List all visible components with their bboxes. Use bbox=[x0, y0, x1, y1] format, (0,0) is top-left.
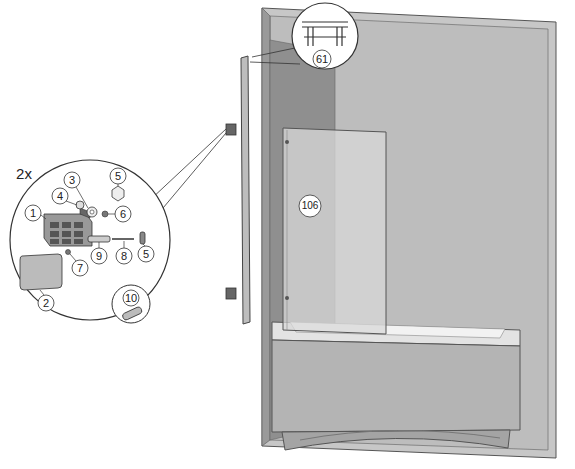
leader-line bbox=[150, 129, 226, 200]
leader-line bbox=[250, 62, 300, 64]
profile-section bbox=[302, 22, 348, 46]
hinge-dot bbox=[285, 140, 289, 144]
callout-number: 6 bbox=[120, 208, 126, 220]
tub-base bbox=[282, 430, 510, 450]
bracket bbox=[226, 288, 236, 299]
callout-circle bbox=[123, 290, 139, 306]
washer bbox=[76, 201, 84, 209]
grid-block bbox=[44, 208, 92, 246]
detail-circle bbox=[292, 3, 358, 69]
callout-number: 5 bbox=[143, 248, 149, 260]
tub-base-curve bbox=[300, 430, 500, 440]
pin bbox=[66, 250, 71, 255]
leader-line bbox=[158, 133, 226, 214]
plug bbox=[122, 306, 143, 321]
callout-number: 8 bbox=[121, 250, 127, 262]
quantity-label: 2x bbox=[16, 166, 32, 182]
washer bbox=[87, 207, 97, 217]
wall-edge bbox=[262, 8, 270, 446]
callout-number: 1 bbox=[30, 207, 36, 219]
leader-lines bbox=[40, 184, 145, 295]
callout-circle bbox=[313, 50, 331, 68]
screw bbox=[112, 238, 134, 240]
bracket bbox=[226, 124, 236, 135]
callout-number: 106 bbox=[302, 200, 319, 212]
cap bbox=[140, 232, 145, 244]
glass-panel bbox=[283, 128, 386, 334]
hex-nut bbox=[112, 186, 124, 201]
screw bbox=[102, 211, 108, 217]
callout-number: 2 bbox=[43, 297, 49, 309]
cover bbox=[20, 254, 62, 290]
callout-number: 3 bbox=[69, 174, 75, 186]
callout-number: 4 bbox=[57, 190, 63, 202]
callout-circle bbox=[299, 195, 321, 217]
hinge-dot bbox=[285, 296, 289, 300]
wall bbox=[262, 8, 556, 458]
wall-profile bbox=[241, 56, 250, 324]
wall-inner bbox=[270, 16, 548, 450]
detail-circle bbox=[112, 285, 150, 323]
callout-number: 9 bbox=[96, 250, 102, 262]
leader-line bbox=[252, 48, 295, 57]
callout-number: 10 bbox=[125, 292, 137, 304]
callout-number: 61 bbox=[316, 53, 328, 65]
callout-number: 7 bbox=[77, 262, 83, 274]
dowel bbox=[88, 236, 110, 242]
callout-number: 5 bbox=[115, 170, 121, 182]
tub-front bbox=[272, 340, 520, 432]
